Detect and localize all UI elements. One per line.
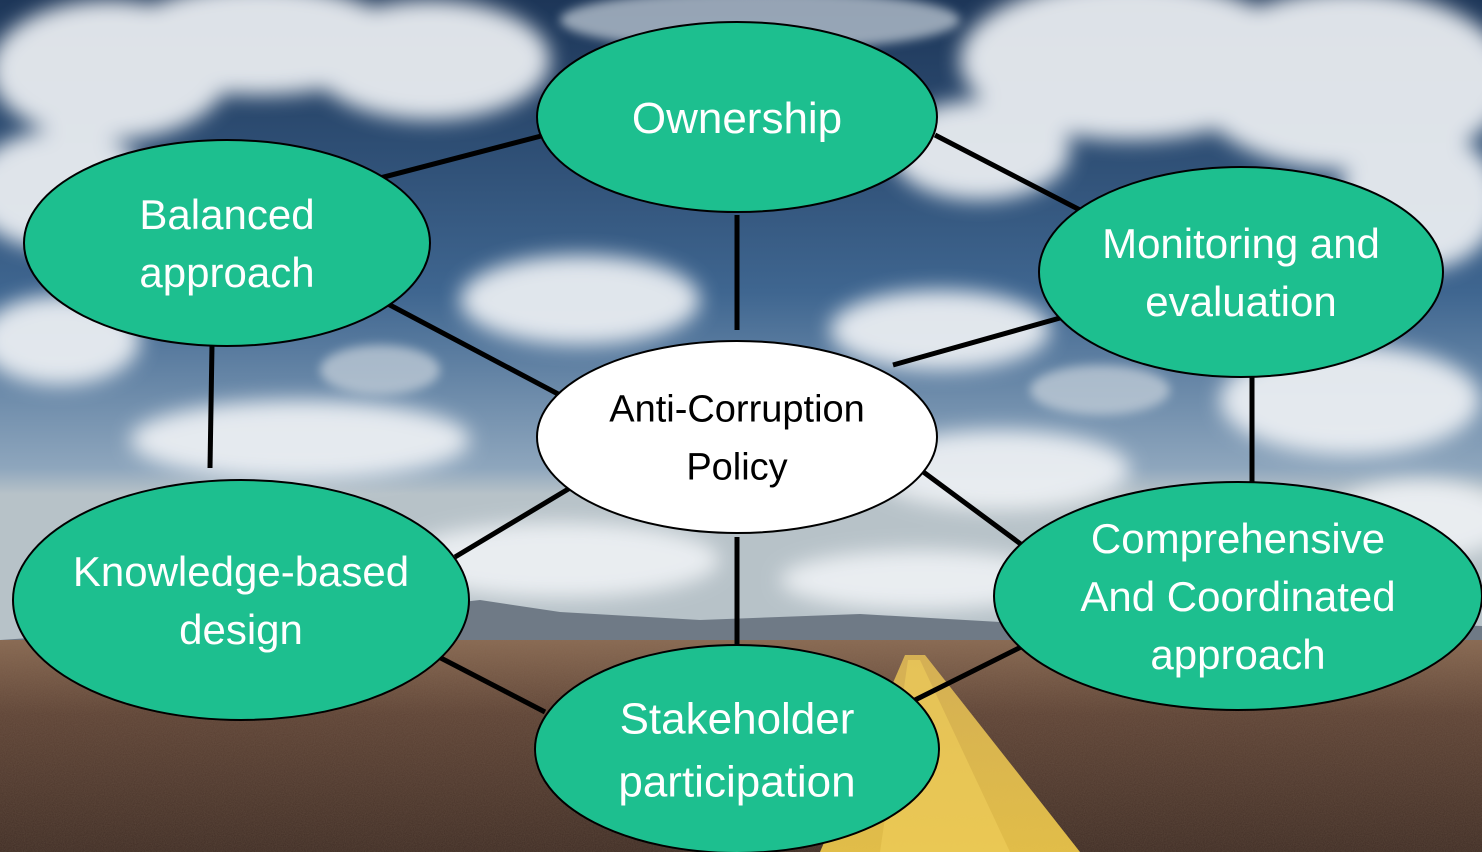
node-label-line: Monitoring and xyxy=(1102,220,1380,267)
connector-line xyxy=(207,344,215,469)
node-ellipse-comprehensive xyxy=(993,481,1482,711)
node-ellipse-knowledge xyxy=(12,479,470,721)
connector-line xyxy=(433,652,547,715)
center-ellipse xyxy=(536,340,938,534)
node-ellipse-ownership xyxy=(536,21,938,213)
node-knowledge: Knowledge-based design xyxy=(12,479,470,721)
node-balanced: Balanced approach xyxy=(23,139,431,347)
node-label-line: Stakeholder xyxy=(620,694,855,743)
connector-line xyxy=(916,465,1024,548)
node-label-line: Knowledge-based xyxy=(73,548,409,595)
connector-line xyxy=(892,315,1061,368)
connector-line xyxy=(913,642,1027,703)
node-stakeholder: Stakeholder participation xyxy=(534,644,940,852)
connector-line xyxy=(933,132,1082,213)
node-label-line: approach xyxy=(1150,631,1325,678)
node-label-line: Balanced xyxy=(139,191,314,238)
node-label-line: design xyxy=(179,606,303,653)
node-label-line: participation xyxy=(618,757,855,806)
node-label-line: approach xyxy=(139,249,314,296)
connector-line xyxy=(379,132,546,181)
node-ownership: Ownership xyxy=(536,21,938,213)
node-ellipse-stakeholder xyxy=(534,644,940,852)
node-label-line: Comprehensive xyxy=(1091,515,1385,562)
node-label-line: evaluation xyxy=(1145,278,1336,325)
connector-lines xyxy=(207,132,1255,715)
node-ellipse-balanced xyxy=(23,139,431,347)
node-label-line: And Coordinated xyxy=(1080,573,1395,620)
node-ellipse-monitoring xyxy=(1038,166,1444,378)
connector-line xyxy=(386,301,562,398)
node-label-line: Ownership xyxy=(632,94,842,143)
center-label-line: Policy xyxy=(686,447,787,489)
center-label-line: Anti-Corruption xyxy=(609,389,865,431)
connector-line xyxy=(453,482,577,560)
node-monitoring: Monitoring and evaluation xyxy=(1038,166,1444,378)
